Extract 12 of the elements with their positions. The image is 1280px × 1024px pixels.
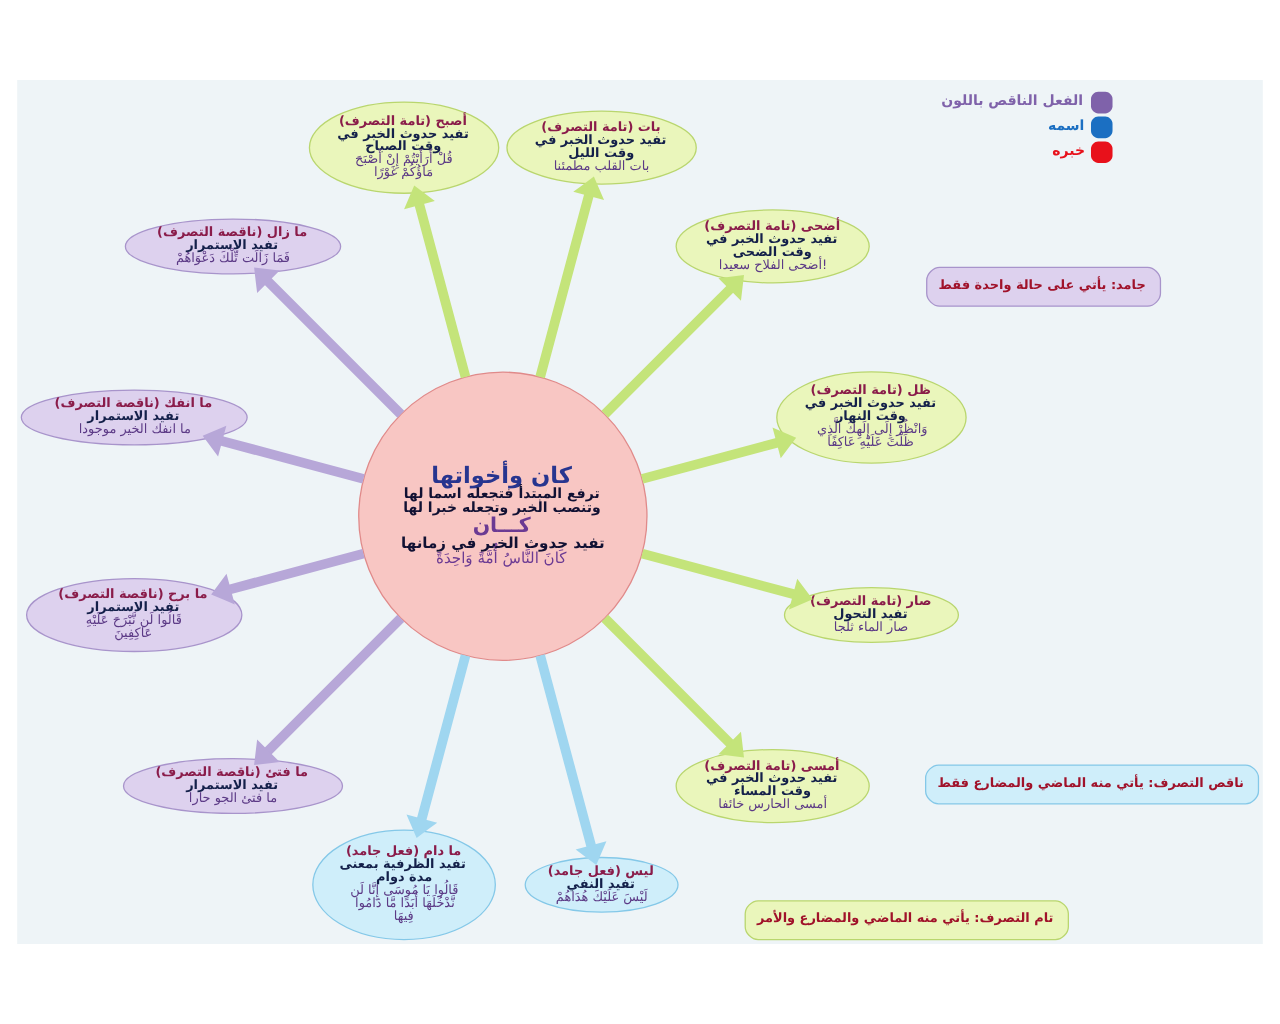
arrow (601, 614, 744, 758)
arrow (535, 176, 605, 379)
arrow (404, 185, 471, 379)
arrow (406, 654, 471, 839)
arrow (535, 654, 607, 865)
arrow (254, 614, 405, 765)
arrow (202, 425, 365, 484)
arrow (601, 275, 744, 418)
arrow (211, 548, 365, 605)
arrow (640, 427, 797, 484)
arrow (254, 267, 405, 418)
arrow (640, 548, 813, 610)
